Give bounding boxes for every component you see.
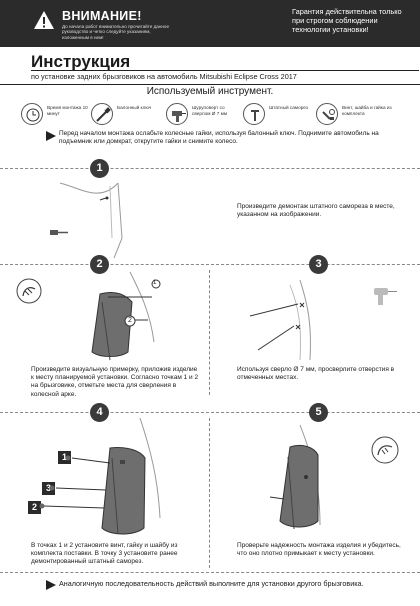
clock-icon — [21, 103, 43, 125]
point-label: 2 — [128, 317, 132, 324]
warning-icon — [34, 11, 54, 29]
step-text: Проверьте надежность монтажа изделия и у… — [237, 542, 401, 558]
drill-icon — [166, 103, 188, 125]
screw-icon — [243, 103, 265, 125]
step3-illustration — [249, 279, 311, 361]
tool-label: Балонный ключ — [117, 105, 152, 110]
step-badge: 5 — [309, 403, 328, 422]
step-text: Произведите демонтаж штатного самореза в… — [237, 203, 395, 219]
point-marker: 3 — [42, 482, 55, 495]
step-badge: 4 — [90, 403, 109, 422]
wheel-arch-icon — [16, 278, 42, 304]
tool-label: Шуруповерт со сверлом Ø 7 мм — [192, 105, 228, 116]
tool-label: Винт, шайба и гайка из комплекта — [342, 105, 392, 116]
title-divider — [31, 70, 419, 71]
column-divider — [209, 270, 210, 395]
bolt-washer-nut-icon — [316, 103, 338, 125]
section-divider — [0, 572, 420, 573]
page-subtitle: по установке задних брызговиков на автом… — [31, 72, 297, 81]
tool-label: Время монтажа 10 минут — [47, 105, 88, 116]
point-label: 1 — [153, 280, 157, 286]
step-badge: 1 — [90, 159, 109, 178]
step-text: В точках 1 и 2 установите винт, гайку и … — [31, 542, 178, 566]
tools-title: Используемый инструмент. — [146, 86, 274, 97]
step4-illustration — [39, 417, 161, 535]
guarantee-text: Гарантия действительна только при строго… — [292, 7, 402, 34]
step5-illustration — [269, 424, 321, 530]
check-arch-icon — [371, 436, 399, 464]
step2-illustration — [91, 271, 161, 361]
section-divider — [0, 264, 420, 265]
warning-header: ВНИМАНИЕ! До начала работ внимательно пр… — [0, 0, 420, 47]
section-divider — [0, 412, 420, 413]
step-text: Произведите визуальную примерку, приложи… — [31, 366, 199, 398]
triangle-bullet-icon — [46, 131, 56, 141]
tool-label: Штатный саморез — [269, 105, 308, 110]
step-badge: 3 — [309, 255, 328, 274]
point-marker: 1 — [58, 451, 71, 464]
pre-install-note: Перед началом монтажа ослабьте колесные … — [59, 130, 379, 146]
final-note: Аналогичную последовательность действий … — [59, 579, 364, 588]
step1-illustration — [50, 182, 123, 259]
triangle-bullet-icon — [46, 580, 56, 590]
column-divider — [209, 418, 210, 568]
step-badge: 2 — [90, 255, 109, 274]
section-divider — [0, 168, 420, 169]
drill-hand-icon — [374, 288, 397, 305]
step-text: Используя сверло Ø 7 мм, просверлите отв… — [237, 366, 395, 382]
page-title: Инструкция — [31, 52, 131, 71]
warning-subtext: До начала работ внимательно прочитайте д… — [62, 24, 170, 40]
wrench-icon — [91, 103, 113, 125]
header-divider — [0, 84, 420, 85]
point-marker: 2 — [28, 501, 41, 514]
warning-title: ВНИМАНИЕ! — [62, 9, 142, 23]
